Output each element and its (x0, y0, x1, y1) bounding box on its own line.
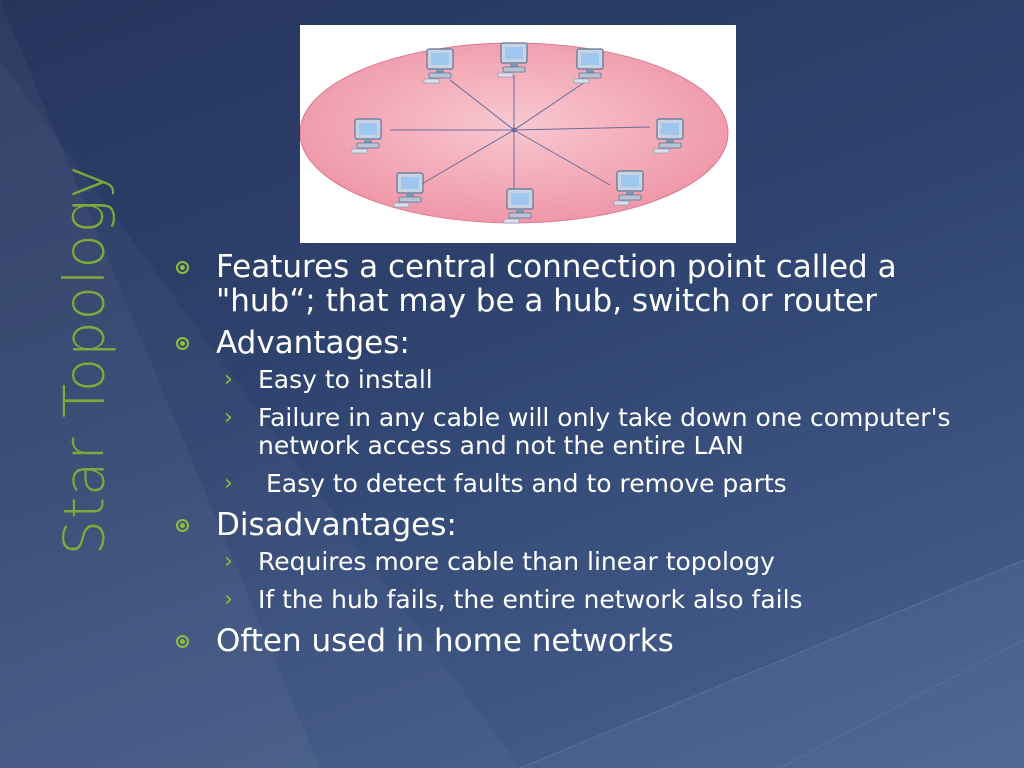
slide-title-container: Star Topology (40, 120, 130, 600)
bullet-text: Disadvantages: (216, 507, 457, 543)
circle-bullet-icon (176, 337, 189, 350)
sub-bullet-text: Easy to detect faults and to remove part… (258, 469, 787, 498)
sub-bullet-text: Requires more cable than linear topology (258, 547, 775, 576)
bullet-disadvantages: Disadvantages: › Requires more cable tha… (172, 508, 982, 614)
chevron-right-icon: › (224, 587, 233, 612)
sub-bullet: › Requires more cable than linear topolo… (172, 548, 982, 576)
bullet-features: Features a central connection point call… (172, 250, 982, 318)
chevron-right-icon: › (224, 549, 233, 574)
bullet-home-networks: Often used in home networks (172, 624, 982, 658)
sub-bullet: › Easy to install (172, 366, 982, 394)
star-topology-diagram (300, 25, 736, 243)
bullet-list: Features a central connection point call… (172, 250, 982, 666)
bullet-text: Features a central connection point call… (216, 249, 897, 319)
circle-bullet-icon (176, 635, 189, 648)
chevron-right-icon: › (224, 405, 233, 430)
chevron-right-icon: › (224, 367, 233, 392)
sub-bullet: › Failure in any cable will only take do… (172, 404, 982, 460)
slide-title: Star Topology (52, 164, 118, 556)
bullet-text: Often used in home networks (216, 623, 674, 659)
sub-bullet: › If the hub fails, the entire network a… (172, 586, 982, 614)
bullet-text: Advantages: (216, 325, 410, 361)
sub-bullet-text: If the hub fails, the entire network als… (258, 585, 803, 614)
bullet-advantages: Advantages: › Easy to install › Failure … (172, 326, 982, 498)
circle-bullet-icon (176, 519, 189, 532)
circle-bullet-icon (176, 261, 189, 274)
diagram-canvas (300, 42, 729, 224)
sub-bullet: › Easy to detect faults and to remove pa… (172, 470, 982, 498)
connection-lines (390, 75, 651, 200)
chevron-right-icon: › (224, 471, 233, 496)
sub-bullet-text: Failure in any cable will only take down… (258, 403, 951, 460)
sub-bullet-text: Easy to install (258, 365, 433, 394)
hub-point (511, 127, 517, 133)
